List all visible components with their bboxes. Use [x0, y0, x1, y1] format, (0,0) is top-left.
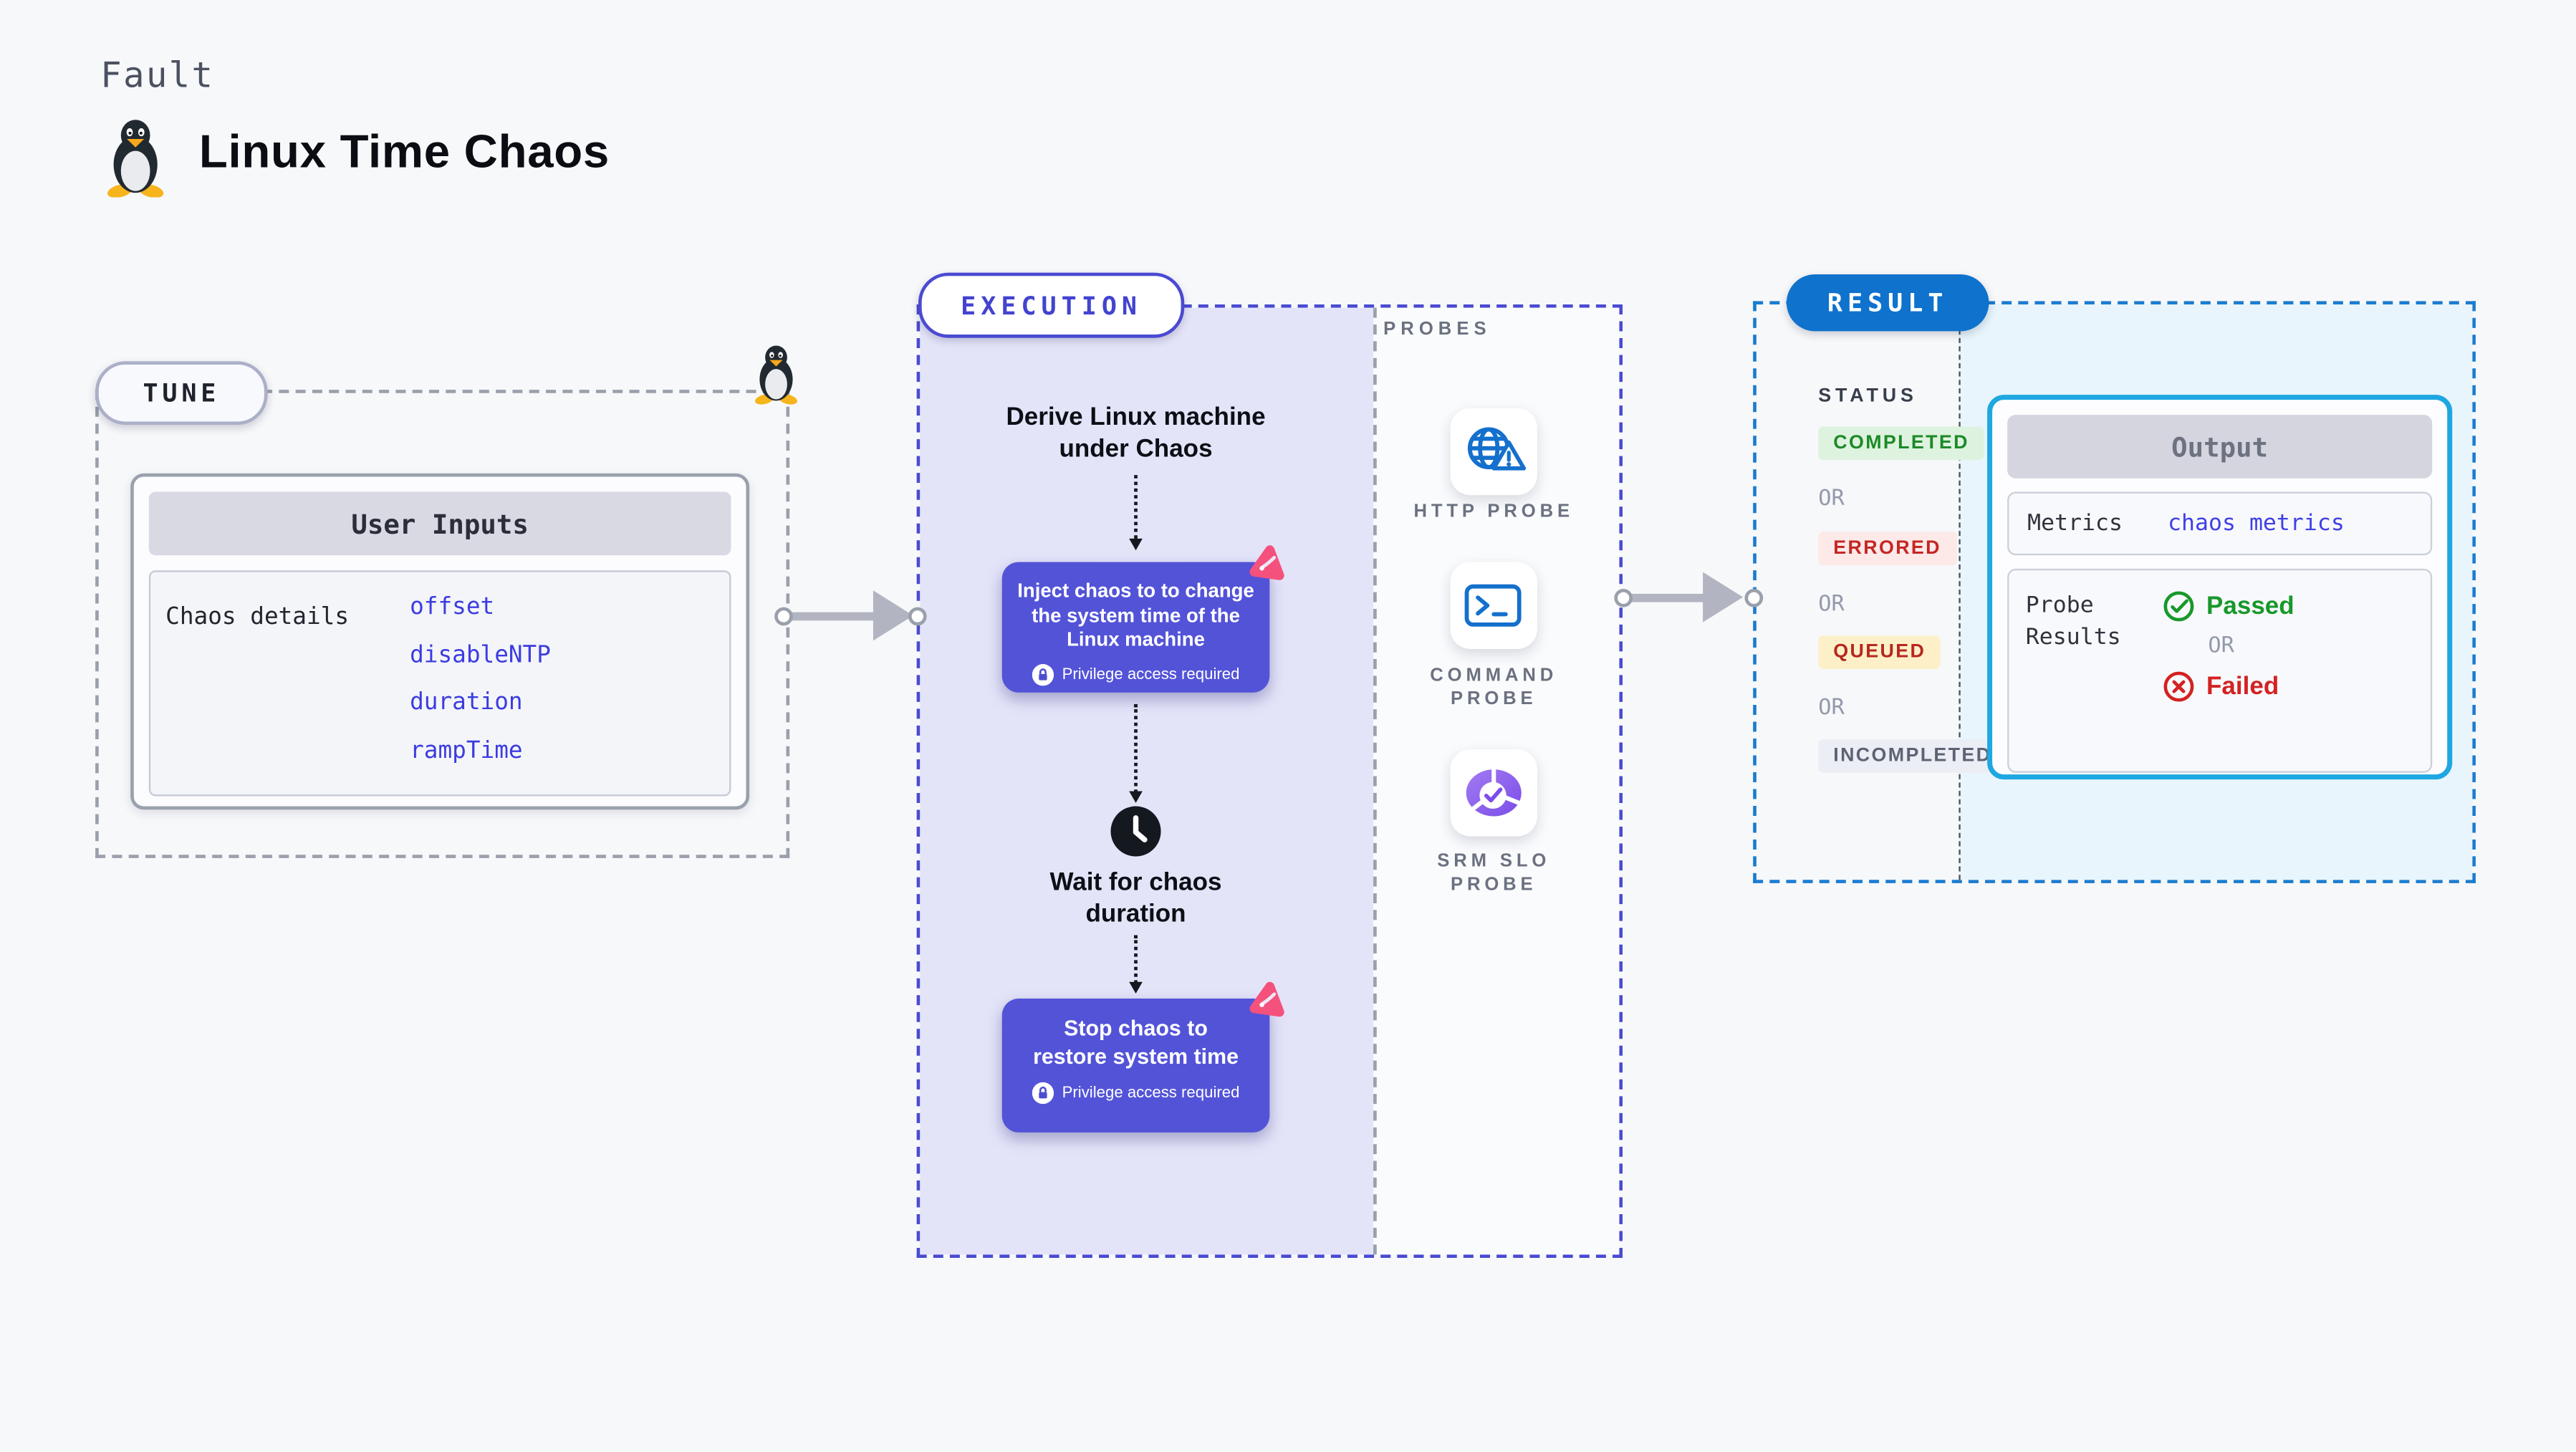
or-separator: OR	[1818, 592, 1845, 617]
result-badge: RESULT	[1786, 274, 1989, 332]
http-probe-label: HTTP PROBE	[1413, 501, 1574, 522]
x-circle-icon	[2163, 671, 2194, 702]
passed-label: Passed	[2206, 592, 2294, 621]
chaos-metrics-link[interactable]: chaos metrics	[2168, 510, 2345, 537]
command-probe-card	[1450, 562, 1537, 650]
chaos-details-label: Chaos details	[165, 603, 350, 631]
status-badge-completed: COMPLETED	[1818, 426, 1984, 461]
link-ramptime[interactable]: rampTime	[410, 737, 523, 765]
result-input-node	[1744, 587, 1763, 607]
slo-pie-check-icon	[1466, 767, 1522, 817]
lock-icon	[1032, 663, 1054, 686]
flow-connector-arrow	[1129, 935, 1143, 994]
chaos-pink-icon	[1249, 545, 1284, 580]
derive-step-label: Derive Linux machine under Chaos	[1006, 403, 1266, 463]
stop-chaos-text: Stop chaos to restore system time	[1033, 1015, 1239, 1068]
wait-step-label: Wait for chaos duration	[1049, 867, 1222, 928]
srm-slo-probe-card	[1450, 749, 1537, 837]
metrics-row: Metrics chaos metrics	[2007, 491, 2433, 556]
link-duration[interactable]: duration	[410, 689, 523, 716]
tune-badge: TUNE	[95, 361, 268, 425]
inject-chaos-card: Inject chaos to to change the system tim…	[1001, 545, 1284, 693]
link-offset[interactable]: offset	[410, 593, 495, 621]
status-badge-queued: QUEUED	[1818, 635, 1941, 670]
privilege-note: Privilege access required	[1062, 665, 1240, 683]
privilege-note: Privilege access required	[1062, 1084, 1240, 1102]
user-inputs-panel: User Inputs Chaos details offset disable…	[130, 473, 750, 810]
srm-slo-probe-label: SRM SLO PROBE	[1437, 851, 1551, 895]
terminal-icon	[1464, 584, 1522, 627]
flow-connector-arrow	[1129, 704, 1143, 803]
fault-kicker: Fault	[100, 55, 215, 96]
stop-chaos-card: Stop chaos to restore system time Privil…	[1001, 981, 1284, 1133]
status-badge-errored: ERRORED	[1818, 532, 1956, 566]
or-separator: OR	[1818, 696, 1845, 721]
user-inputs-title: User Inputs	[148, 491, 731, 556]
or-separator: OR	[2208, 634, 2234, 660]
status-badge-incompleted: INCOMPLETED	[1818, 739, 2007, 773]
http-probe-card	[1450, 408, 1537, 496]
lock-icon	[1032, 1082, 1054, 1105]
metrics-label: Metrics	[2027, 510, 2123, 537]
probe-results-label: Probe Results	[2025, 592, 2121, 651]
link-disablentp[interactable]: disableNTP	[410, 642, 551, 670]
or-separator: OR	[1818, 486, 1845, 512]
execution-badge: EXECUTION	[918, 272, 1185, 338]
output-panel: Output Metrics chaos metrics Probe Resul…	[1987, 395, 2453, 780]
execution-input-node	[907, 606, 926, 625]
clock-icon	[1110, 806, 1161, 857]
tux-penguin-icon	[754, 345, 797, 405]
flow-connector-arrow	[1129, 475, 1143, 551]
command-probe-label: COMMAND PROBE	[1430, 665, 1558, 710]
probe-results-row: Probe Results Passed OR Failed	[2007, 568, 2433, 773]
page-title: Linux Time Chaos	[198, 125, 610, 178]
inject-chaos-text: Inject chaos to to change the system tim…	[1017, 578, 1254, 651]
output-title: Output	[2007, 415, 2433, 479]
tune-output-node	[773, 606, 792, 625]
status-heading: STATUS	[1818, 386, 1918, 407]
probes-heading: PROBES	[1383, 319, 1491, 340]
check-circle-icon	[2163, 591, 2194, 622]
chaos-pink-icon	[1249, 981, 1284, 1017]
failed-label: Failed	[2206, 672, 2279, 701]
chaos-details-row: Chaos details offset disableNTP duration…	[148, 570, 731, 797]
globe-alert-icon	[1467, 427, 1527, 471]
execution-output-node	[1613, 587, 1632, 607]
tux-penguin-icon	[107, 120, 164, 198]
